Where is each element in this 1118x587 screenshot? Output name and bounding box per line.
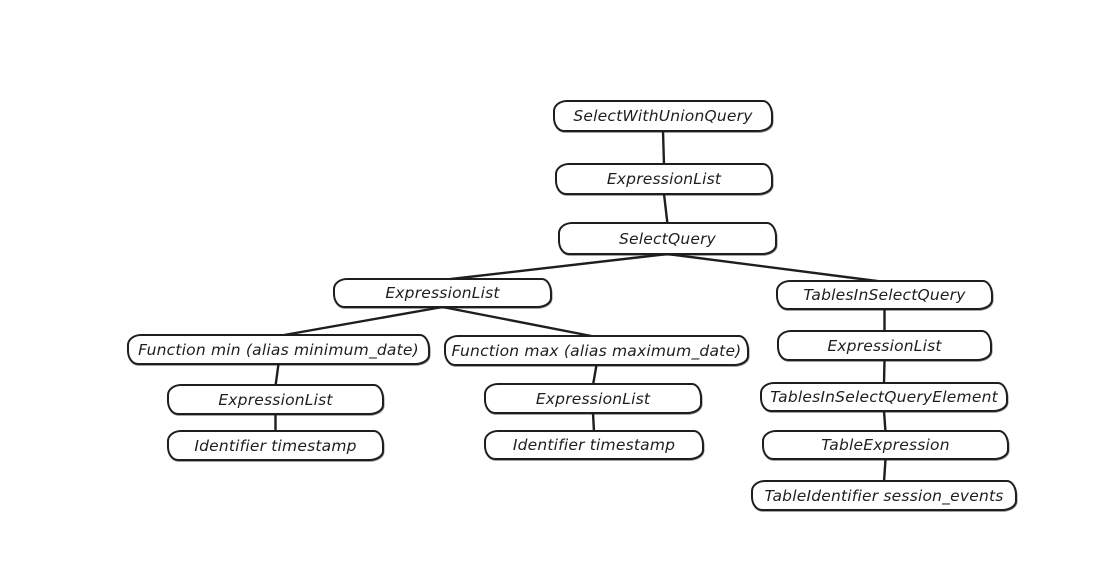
node-function-max[interactable]: Function max (alias maximum_date): [444, 335, 749, 366]
node-expression-list-min[interactable]: ExpressionList: [167, 384, 384, 415]
edge-function-min-to-expression-list-min: [274, 362, 280, 388]
edge-expression-list-select-to-function-max: [441, 305, 598, 339]
node-expression-list-select[interactable]: ExpressionList: [333, 278, 552, 308]
node-select-query[interactable]: SelectQuery: [558, 222, 777, 255]
node-expression-list-tables[interactable]: ExpressionList: [777, 330, 992, 361]
node-identifier-timestamp-max[interactable]: Identifier timestamp: [484, 430, 704, 460]
edge-expression-list-select-to-function-min: [277, 305, 444, 338]
edge-select-query-to-tables-in-select-query: [666, 252, 886, 284]
node-function-min[interactable]: Function min (alias minimum_date): [127, 334, 430, 365]
node-tables-in-select-query[interactable]: TablesInSelectQuery: [776, 280, 993, 310]
node-select-with-union-query[interactable]: SelectWithUnionQuery: [553, 100, 773, 132]
node-identifier-timestamp-min[interactable]: Identifier timestamp: [167, 430, 384, 461]
node-table-expression[interactable]: TableExpression: [762, 430, 1009, 460]
edge-select-with-union-query-to-expression-list-root: [661, 129, 666, 167]
edge-table-expression-to-table-identifier-session-events: [882, 457, 887, 484]
node-expression-list-root[interactable]: ExpressionList: [555, 163, 773, 195]
edge-expression-list-tables-to-tables-in-select-query-element: [882, 358, 886, 386]
edge-function-max-to-expression-list-max: [591, 363, 598, 387]
node-tables-in-select-query-element[interactable]: TablesInSelectQueryElement: [760, 382, 1008, 412]
node-expression-list-max[interactable]: ExpressionList: [484, 383, 702, 414]
edge-expression-list-max-to-identifier-timestamp-max: [591, 411, 596, 434]
edge-expression-list-root-to-select-query: [662, 192, 669, 226]
edge-select-query-to-expression-list-select: [441, 252, 669, 282]
edge-tables-in-select-query-element-to-table-expression: [882, 409, 887, 434]
node-table-identifier-session-events[interactable]: TableIdentifier session_events: [751, 480, 1017, 511]
